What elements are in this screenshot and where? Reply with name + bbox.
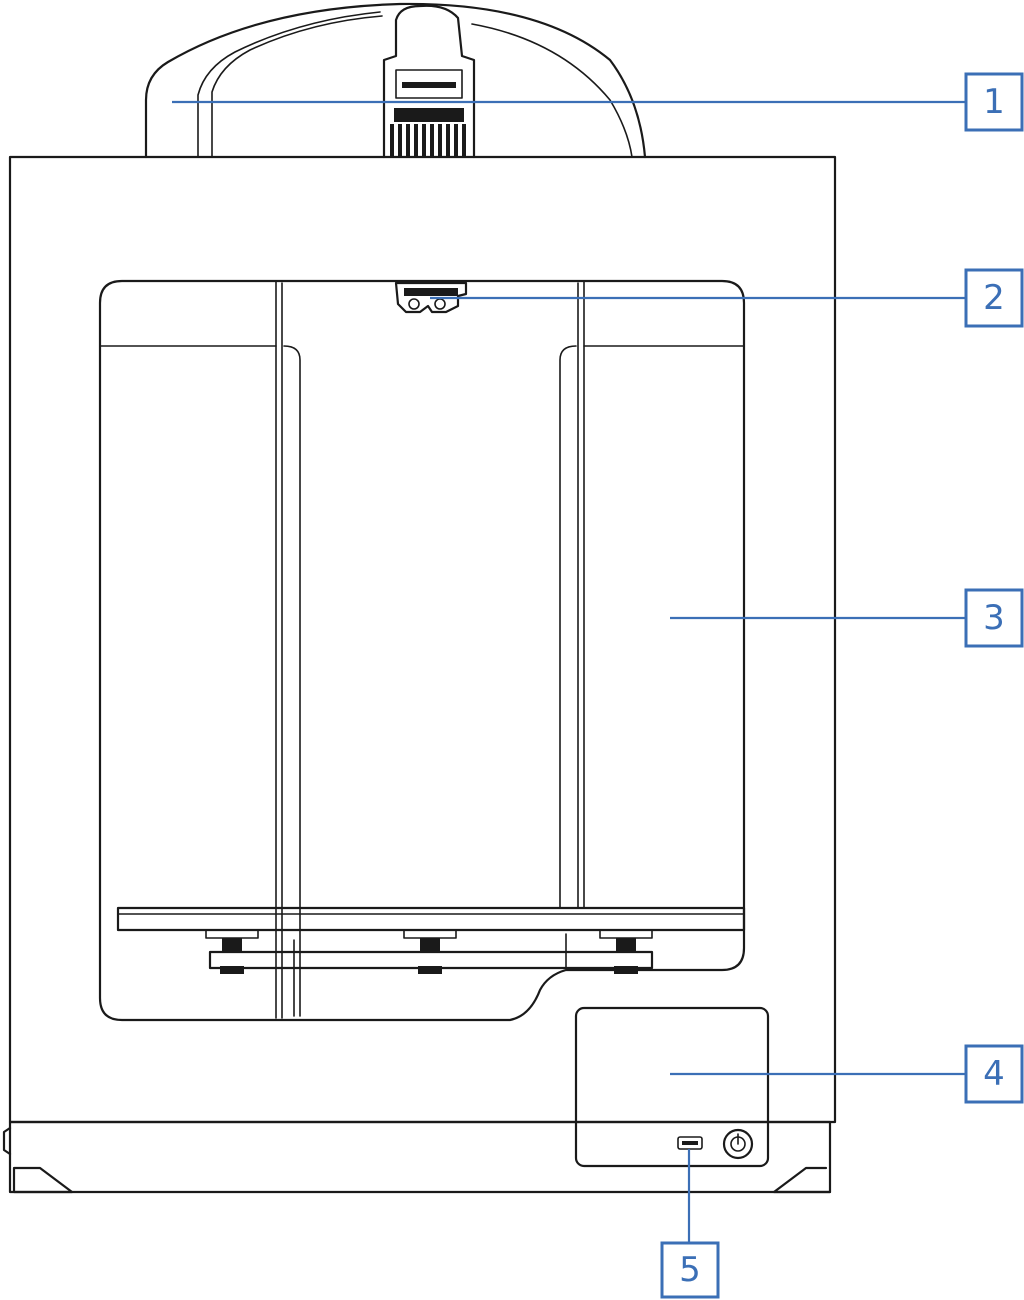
printer-feet: [12, 1166, 832, 1194]
callout-3: 3: [964, 588, 1024, 648]
callout-2: 2: [964, 268, 1024, 328]
build-chamber: [98, 279, 746, 1022]
callout-1-label: 1: [983, 82, 1005, 122]
callout-5-label: 5: [679, 1250, 701, 1290]
touch-screen: [574, 1006, 770, 1168]
print-head: [394, 281, 468, 314]
callout-4-label: 4: [983, 1054, 1005, 1094]
filament-cable: [382, 4, 476, 159]
build-plate: [116, 906, 746, 974]
power-button-icon: [722, 1128, 754, 1160]
callout-3-label: 3: [983, 598, 1005, 638]
usb-port: [677, 1136, 703, 1150]
printer-body: [2, 155, 837, 1194]
callout-5: 5: [660, 1241, 720, 1299]
spool-cover: [144, 2, 647, 159]
callout-4: 4: [964, 1044, 1024, 1104]
callout-2-label: 2: [983, 278, 1005, 318]
callout-1: 1: [964, 72, 1024, 132]
